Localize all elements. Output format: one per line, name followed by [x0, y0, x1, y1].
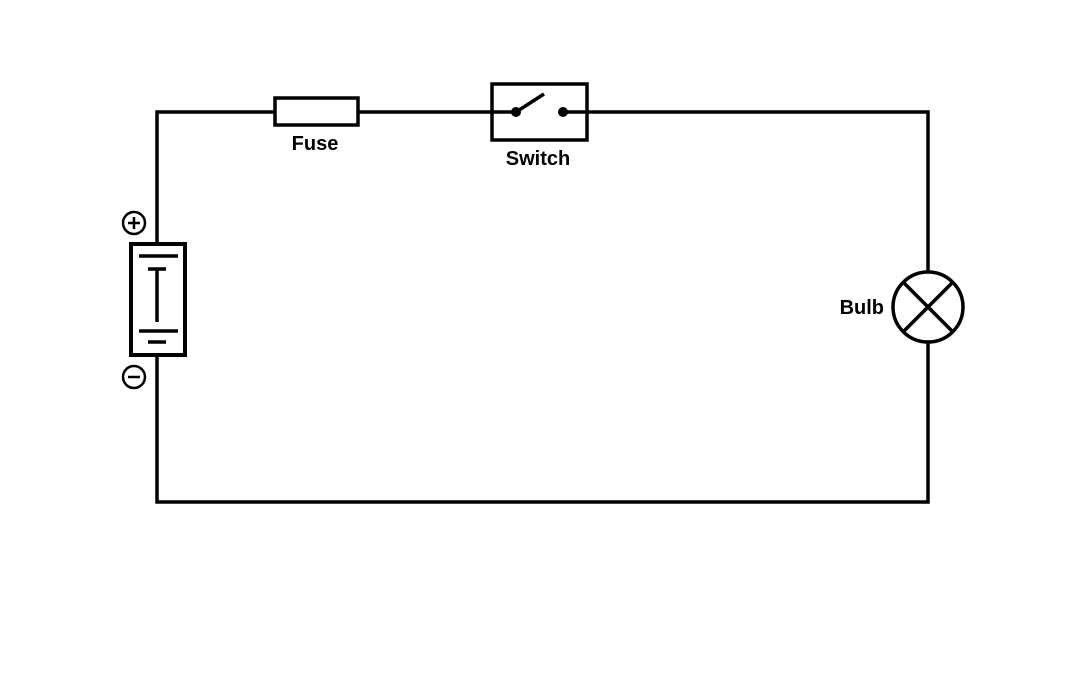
positive-terminal-icon: [121, 210, 147, 236]
wire-bottom: [155, 342, 930, 504]
switch-symbol: [490, 82, 589, 142]
bulb-label: Bulb: [840, 297, 884, 319]
bulb-symbol: [891, 270, 965, 344]
fuse-symbol: [273, 96, 360, 127]
wire-top-right: [587, 110, 930, 272]
fuse-label: Fuse: [292, 133, 339, 155]
wires: [155, 110, 930, 504]
battery-symbol: [129, 242, 187, 357]
wire-top-left: [155, 110, 275, 244]
negative-terminal-icon: [121, 364, 147, 390]
switch-label: Switch: [506, 148, 570, 170]
